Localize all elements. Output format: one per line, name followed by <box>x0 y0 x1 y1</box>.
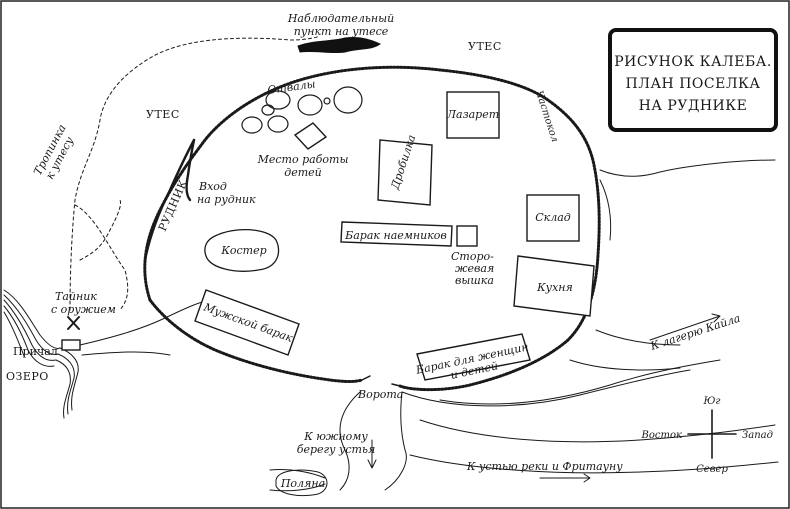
title-line-1: РИСУНОК КАЛЕБА. <box>614 54 772 70</box>
mercenaries-barracks <box>340 221 453 247</box>
compass-right-label: Запад <box>742 430 773 441</box>
mens-barracks <box>194 289 300 356</box>
kitchen-label: Кухня <box>536 281 573 294</box>
mercenaries-barracks-label: Барак наемников <box>344 229 447 242</box>
crusher-building <box>377 139 433 206</box>
gate-label: Ворота <box>357 388 403 401</box>
observation-point-label-2: пункт на утесе <box>294 25 389 38</box>
pier-label: Причал <box>13 345 58 358</box>
cache-label-1: Тайник <box>55 290 97 303</box>
roads <box>79 159 779 492</box>
mine-entrance-mark <box>185 138 196 202</box>
lake-label: ОЗЕРО <box>6 370 49 383</box>
cliff-label-right: УТЕС <box>468 40 502 53</box>
path-to-cliff <box>69 35 321 311</box>
mine-ridge <box>143 138 196 262</box>
path-to-cliff-branch <box>79 199 121 261</box>
infirmary-building <box>446 91 500 139</box>
compass-bottom-label: Север <box>696 464 728 475</box>
mine-entrance-label-2: на рудник <box>197 193 256 206</box>
watchtower-label-3: вышка <box>455 274 494 287</box>
to-river-mouth-label: К устью реки и Фритауну <box>466 460 623 473</box>
compass-left-label: Восток <box>641 430 682 441</box>
mine-entrance-label-1: Вход <box>198 180 227 193</box>
bonfire-label: Костер <box>220 244 266 257</box>
to-south-shore-label-2: берегу устья <box>297 443 375 456</box>
compass-rose <box>687 409 737 459</box>
cache-label-2: с оружием <box>51 303 116 316</box>
weapon-cache-cross <box>67 316 80 330</box>
path-to-mine <box>74 204 129 311</box>
dumps-boulders <box>241 86 363 134</box>
warehouse-label: Склад <box>535 211 571 224</box>
arrow-to-south-shore <box>367 439 377 469</box>
kitchen-building <box>513 255 595 317</box>
to-south-shore-label-1: К южному <box>303 430 368 443</box>
title-line-3: НА РУДНИКЕ <box>639 98 748 114</box>
palisade <box>143 65 601 392</box>
watchtower-label-1: Сторо- <box>451 250 494 263</box>
watchtower-label-2: жевая <box>455 262 494 275</box>
observation-point-label-1: Наблюдательный <box>287 12 394 25</box>
compass-top-label: Юг <box>703 396 721 407</box>
arrow-to-kyle-camp <box>649 313 721 341</box>
children-work-label-1: Место работы <box>257 153 349 166</box>
pier <box>61 339 81 351</box>
clearing-label: Поляна <box>280 477 325 490</box>
cliff-label-left: УТЕС <box>146 108 180 121</box>
lake-shore <box>3 289 79 419</box>
clearing-area <box>275 469 328 497</box>
warehouse-building <box>526 194 580 242</box>
observation-cliff-mark <box>297 37 381 54</box>
children-work-label-2: детей <box>284 166 322 179</box>
watchtower <box>456 225 478 247</box>
title-line-2: ПЛАН ПОСЕЛКА <box>626 76 761 92</box>
women-barracks <box>416 333 531 381</box>
bonfire-area <box>204 228 280 272</box>
arrow-to-river-mouth <box>539 473 591 483</box>
title-box: РИСУНОК КАЛЕБА. ПЛАН ПОСЕЛКА НА РУДНИКЕ <box>608 28 778 132</box>
children-work-place <box>293 122 328 150</box>
infirmary-label: Лазарет <box>446 108 499 121</box>
